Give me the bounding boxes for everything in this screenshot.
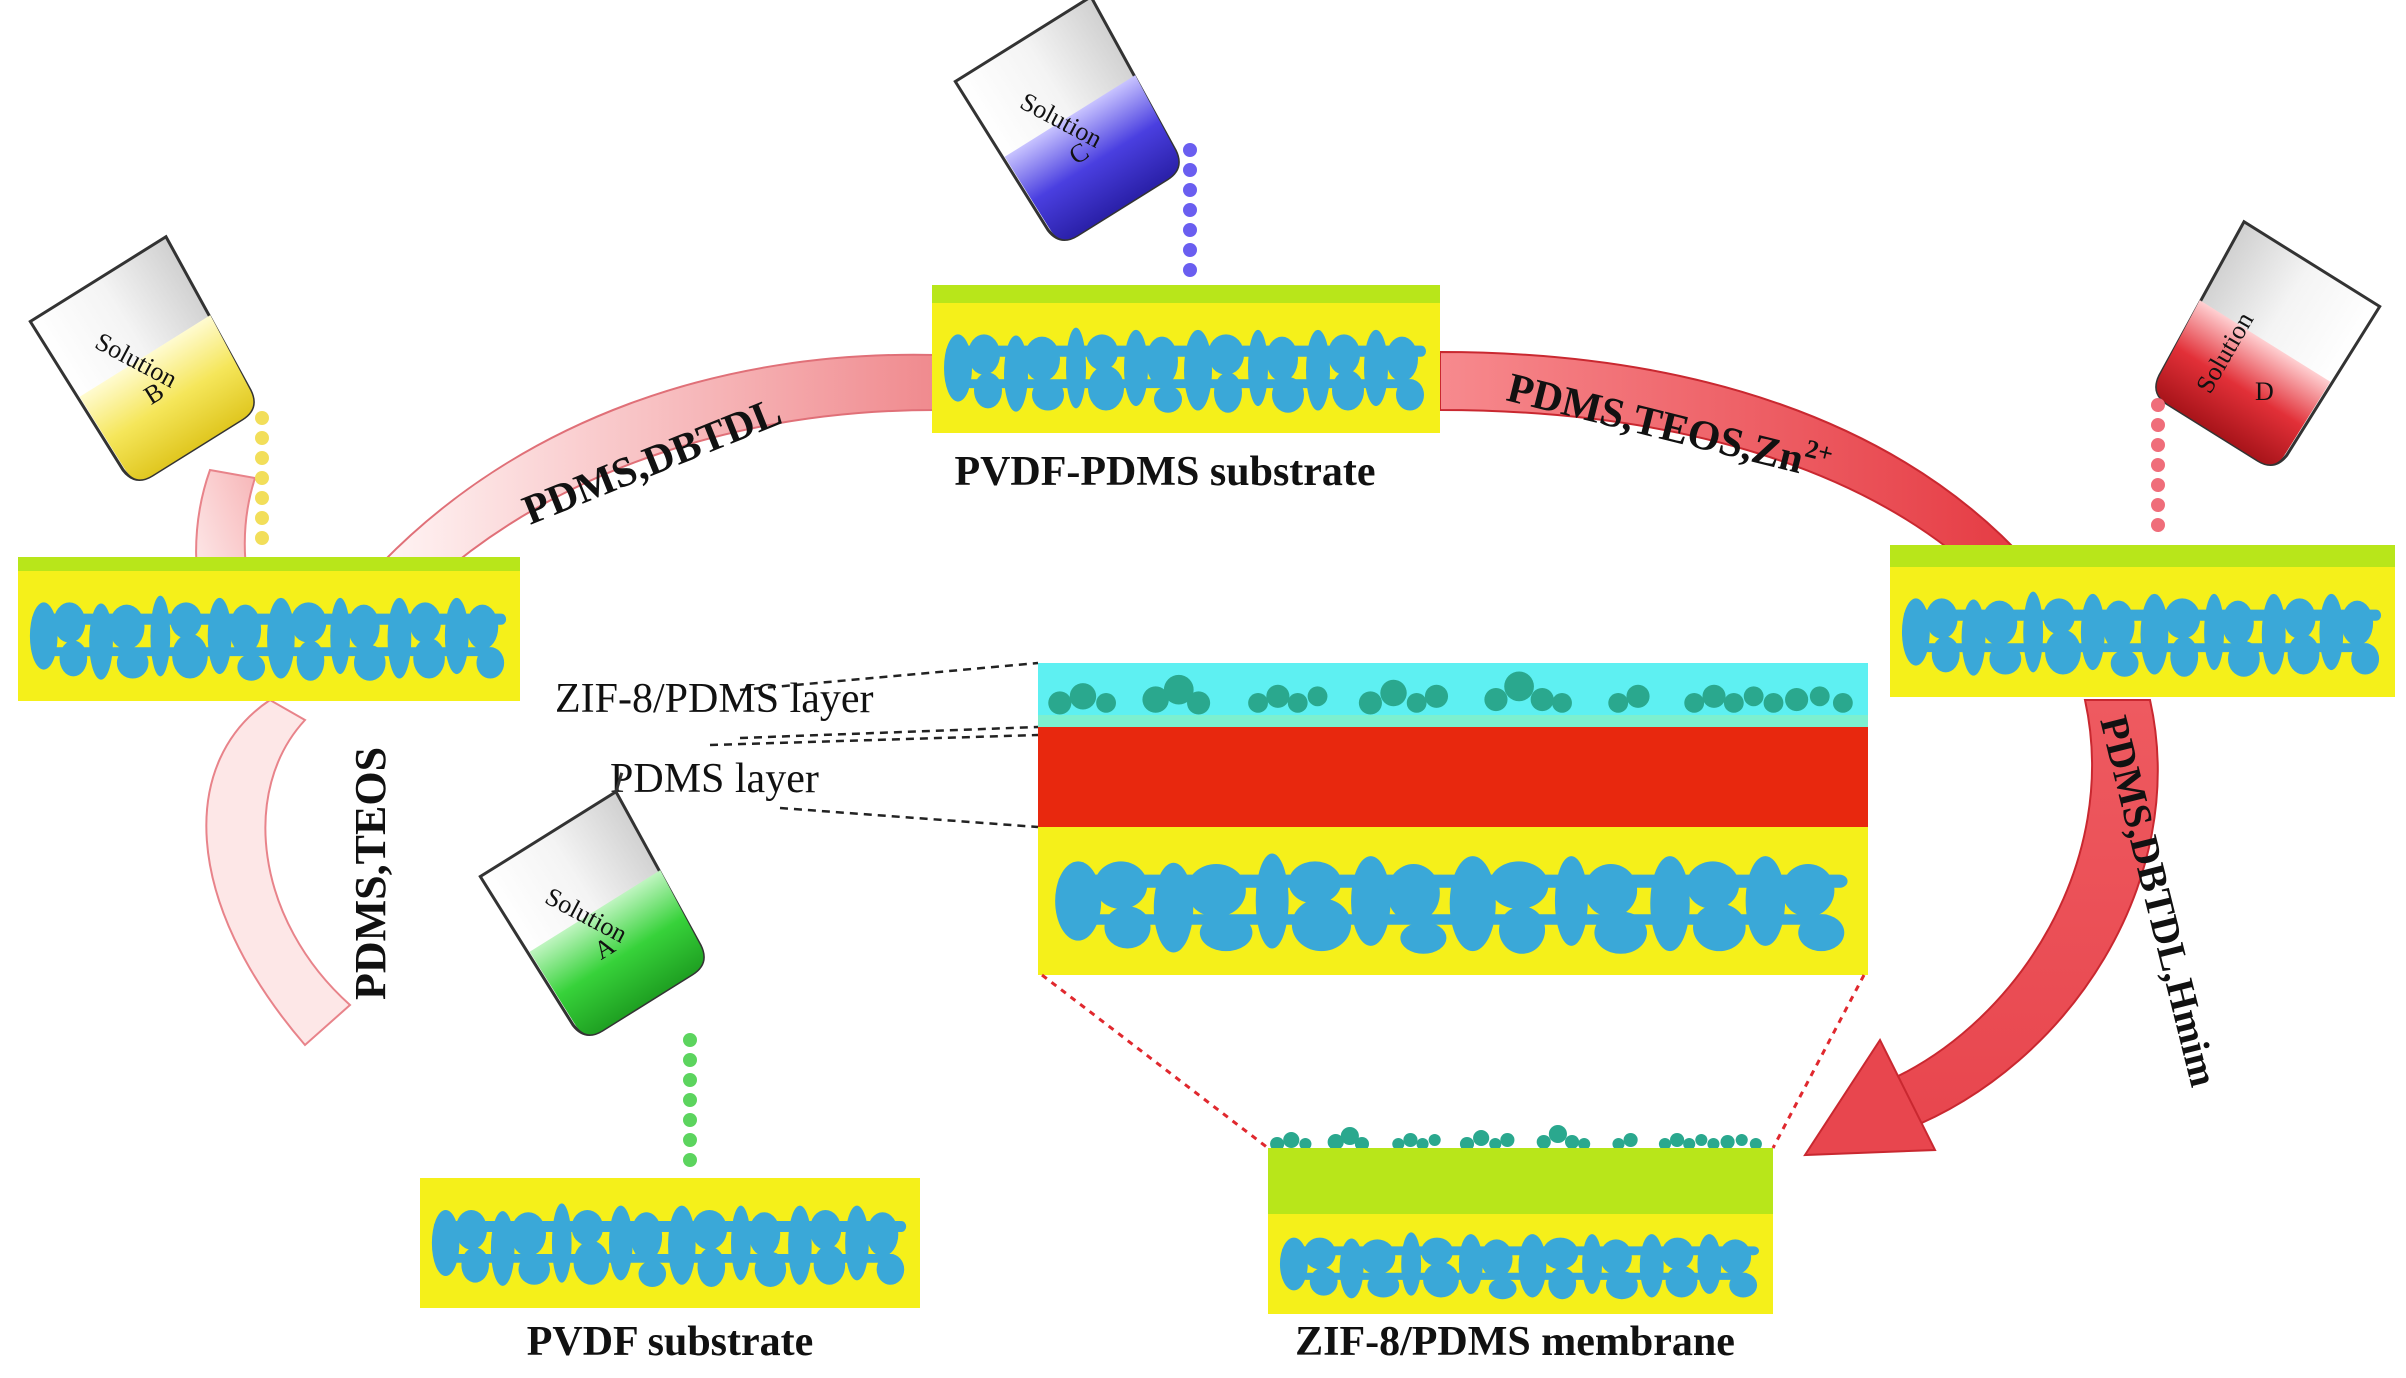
zoom-projection-lines: [1041, 973, 1866, 1150]
cross-section-zoom: [1038, 663, 1868, 975]
beaker-a: Solution A: [478, 772, 705, 1036]
beaker-a-drops: [683, 1033, 697, 1167]
beaker-c-drops: [1183, 143, 1197, 277]
arrow-a-to-b-band: [205, 698, 352, 1047]
substrate-step-d: [1890, 545, 2395, 697]
step-label-a-to-b: PDMS,TEOS: [346, 747, 395, 1000]
pvdf-substrate-label: PVDF substrate: [527, 1319, 814, 1365]
pvdf-substrate: [420, 1178, 920, 1308]
beaker-b: Solution B: [28, 234, 255, 481]
beaker-b-drops: [255, 411, 269, 545]
pvdf-pdms-substrate: [932, 285, 1440, 433]
beaker-d-letter: D: [2255, 377, 2274, 406]
beaker-d: [2155, 219, 2382, 466]
beaker-d-drops: [2151, 398, 2165, 532]
zif8-pdms-membrane-label: ZIF-8/PDMS membrane: [1295, 1319, 1735, 1365]
cross-section-leader-lines: [709, 661, 1039, 829]
substrate-step-b: [18, 557, 520, 701]
zif8-pdms-membrane: [1268, 1125, 1773, 1314]
arrowhead-d-to-e: [1803, 1037, 1937, 1157]
pdms-layer-label: PDMS layer: [610, 756, 819, 802]
pvdf-pdms-substrate-label: PVDF-PDMS substrate: [954, 449, 1375, 495]
step-label-c-to-d-superscript: 2+: [1802, 434, 1836, 469]
beaker-c: Solution C: [953, 0, 1180, 241]
zif8-pdms-layer-label: ZIF-8/PDMS layer: [555, 676, 874, 722]
